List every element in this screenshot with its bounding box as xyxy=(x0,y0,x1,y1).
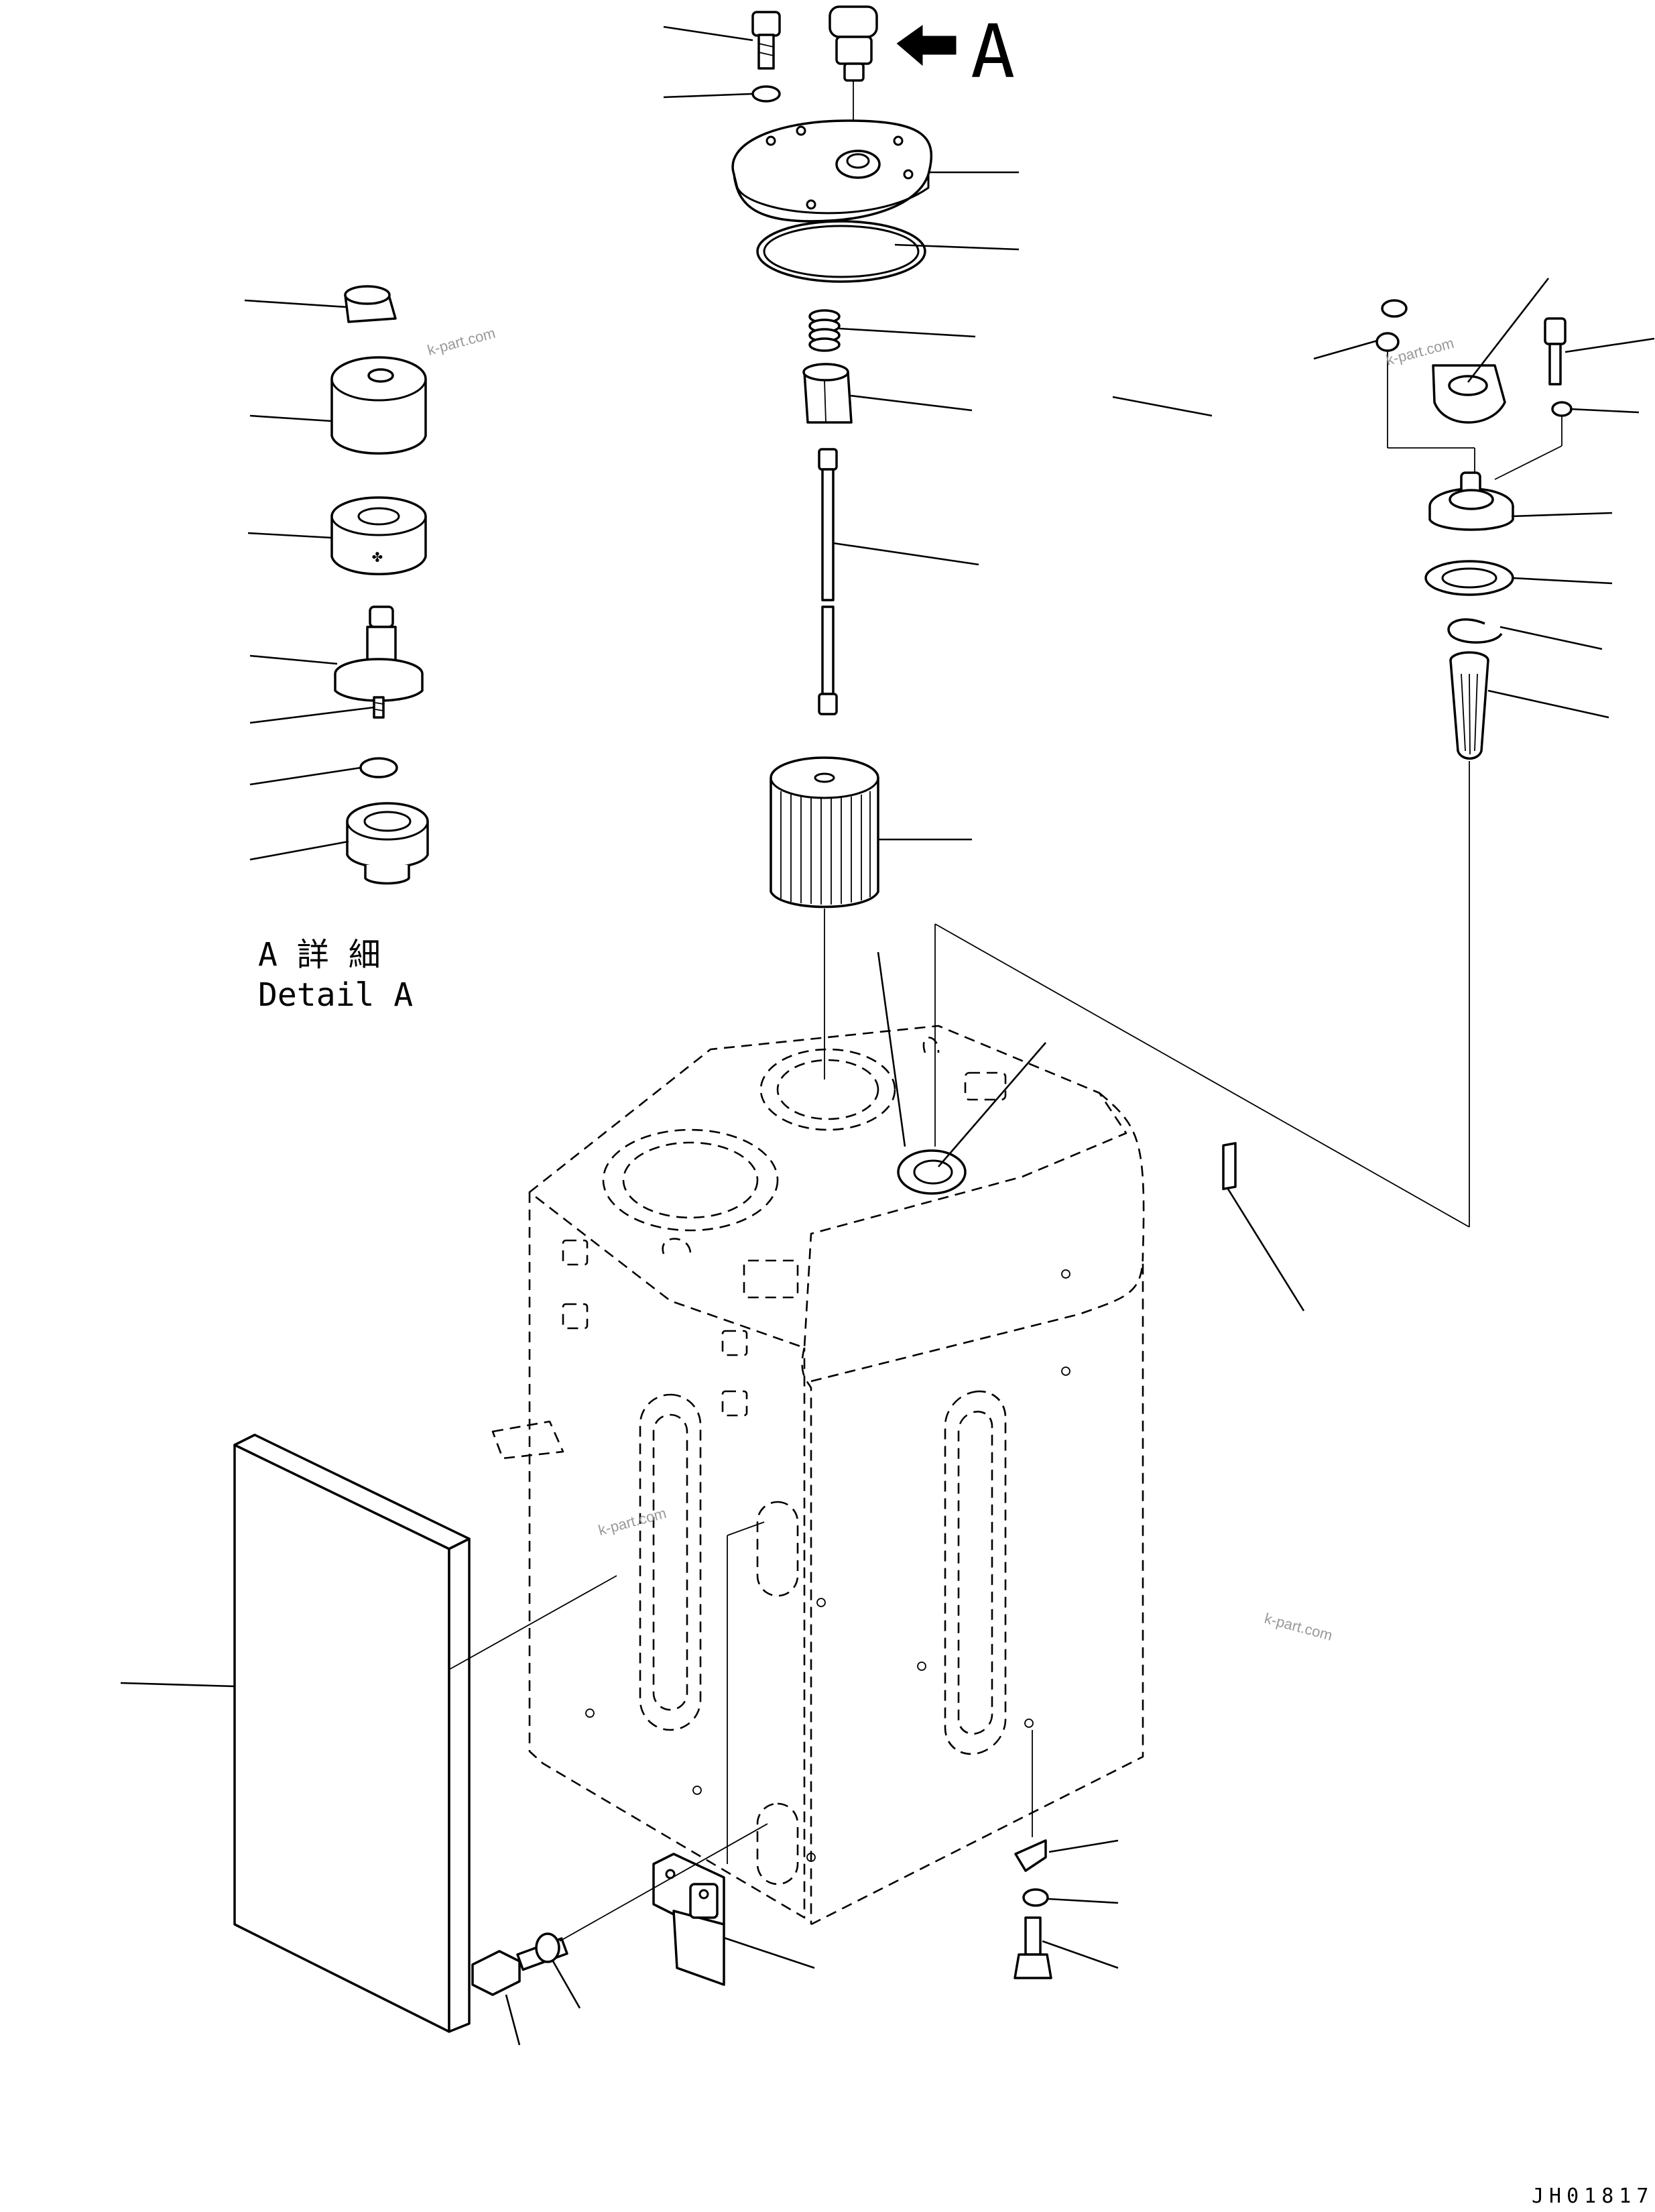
detail-a-parts: ✤ A 詳 細 Detail A xyxy=(258,285,429,1014)
filler-washer xyxy=(1551,401,1573,417)
bottom-bolt xyxy=(1014,1916,1052,1979)
filter-element xyxy=(770,756,879,909)
view-arrow-icon xyxy=(896,25,957,66)
cover-washer xyxy=(751,85,781,103)
hydraulic-tank-body xyxy=(491,1025,1145,1926)
detail-adapter xyxy=(346,802,429,885)
detail-label-ja: A 詳 細 xyxy=(258,936,381,974)
filler-neck xyxy=(1428,471,1514,531)
drawing-number: JH018170 xyxy=(1532,2185,1655,2208)
top-cover-assembly: A xyxy=(731,5,1015,1080)
filler-gasket xyxy=(1424,560,1514,596)
hex-nut xyxy=(802,363,853,424)
filter-rod xyxy=(818,448,838,715)
watermark: k-part.com xyxy=(597,1505,668,1539)
detail-label-en: Detail A xyxy=(258,976,413,1014)
detail-cap xyxy=(344,285,397,323)
filler-strainer xyxy=(1449,651,1489,760)
leader-lines xyxy=(120,25,1655,2046)
snap-ring xyxy=(1447,618,1503,644)
cover-bolt xyxy=(751,11,781,70)
detail-cylinder-cover xyxy=(330,356,427,455)
breather-hose xyxy=(1147,164,1408,1005)
watermark: k-part.com xyxy=(426,325,497,359)
filler-bolt xyxy=(1544,317,1567,386)
cover-gasket xyxy=(756,220,926,283)
filler-assembly xyxy=(1424,317,1573,1227)
bracket-washer xyxy=(535,1932,560,1963)
breather-valve xyxy=(829,5,878,82)
filler-cap xyxy=(1432,364,1506,424)
relief-spring xyxy=(808,309,841,352)
side-cover-panel xyxy=(233,1434,471,2033)
lock-plate xyxy=(1014,1839,1047,1872)
svg-text:✤: ✤ xyxy=(372,546,383,567)
detail-valve-body xyxy=(334,605,424,719)
tank-cover-plate xyxy=(731,119,933,223)
mounting-bracket xyxy=(652,1853,725,1986)
view-label: A xyxy=(971,9,1015,95)
bottom-washer xyxy=(1022,1888,1049,1907)
detail-element-cup: ✤ xyxy=(330,496,427,575)
hose-clamp xyxy=(1375,332,1400,352)
caution-tag xyxy=(1222,1142,1237,1190)
detail-o-ring xyxy=(359,757,398,778)
watermark: k-part.com xyxy=(1263,1610,1335,1644)
